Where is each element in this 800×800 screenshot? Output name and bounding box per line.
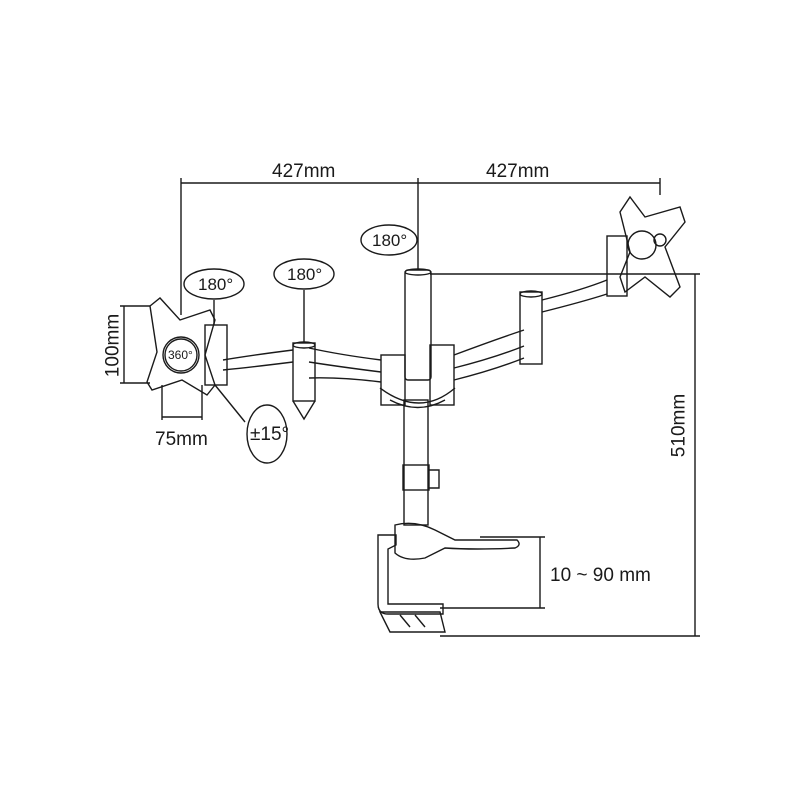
vesa-dimension-lines xyxy=(120,305,203,420)
vesa-width-label: 75mm xyxy=(155,429,208,450)
height-dimension-lines xyxy=(430,273,700,637)
pole xyxy=(402,268,440,526)
left-arm xyxy=(204,290,382,421)
vesa-height-label: 100mm xyxy=(102,313,124,378)
right-reach-label: 427mm xyxy=(486,161,550,182)
reach-dimension-lines xyxy=(180,178,661,315)
head-swivel-label: 180° xyxy=(198,275,234,294)
desk-clamp xyxy=(377,522,520,633)
central-hub xyxy=(379,344,456,409)
pole-rotation-label: 180° xyxy=(372,231,408,250)
tilt-label: ±15° xyxy=(250,424,290,445)
left-reach-label: 427mm xyxy=(272,161,336,182)
pole-height-label: 510mm xyxy=(668,393,690,458)
rotation-indicators xyxy=(162,224,418,464)
left-vesa-plate xyxy=(146,297,246,423)
clamp-dimension-lines xyxy=(440,536,545,609)
clamp-range-label: 10 ~ 90 mm xyxy=(550,565,651,586)
right-vesa-plate xyxy=(619,195,686,298)
right-arm xyxy=(453,235,628,381)
plate-rotation-label: 360° xyxy=(168,348,193,362)
arm-joint-rotation-label: 180° xyxy=(287,265,323,284)
